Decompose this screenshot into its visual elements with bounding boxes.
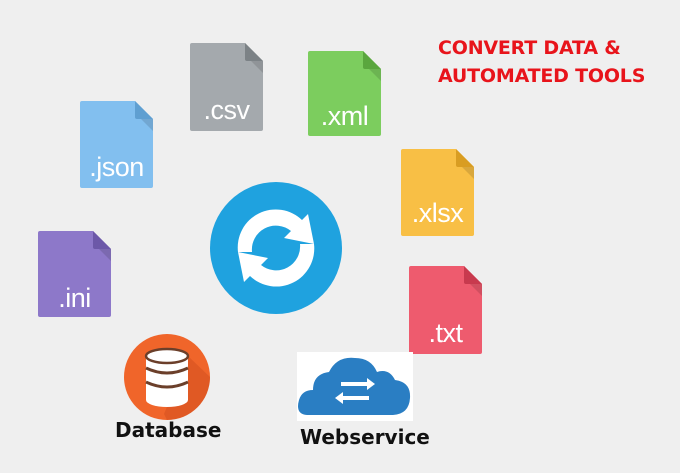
cloud-transfer-icon (297, 352, 413, 421)
ini-file-icon: .ini (38, 231, 111, 317)
txt-file-icon: .txt (409, 266, 482, 354)
webservice-caption: Webservice (300, 425, 430, 449)
headline-line-1: CONVERT DATA & (438, 37, 621, 59)
csv-file-icon: .csv (190, 43, 263, 131)
xml-file-icon: .xml (308, 51, 381, 136)
file-extension-label: .xlsx (411, 198, 464, 228)
file-extension-label: .csv (203, 95, 250, 125)
database-caption: Database (115, 418, 222, 442)
file-extension-label: .ini (58, 283, 91, 313)
headline: CONVERT DATA & AUTOMATED TOOLS (438, 34, 645, 90)
file-extension-label: .txt (428, 318, 463, 348)
headline-line-2: AUTOMATED TOOLS (438, 65, 646, 87)
database-icon (124, 334, 210, 425)
sync-arrows-icon (210, 182, 342, 319)
file-extension-label: .xml (320, 101, 369, 131)
file-extension-label: .json (89, 152, 144, 182)
json-file-icon: .json (80, 101, 153, 188)
xlsx-file-icon: .xlsx (401, 149, 474, 236)
